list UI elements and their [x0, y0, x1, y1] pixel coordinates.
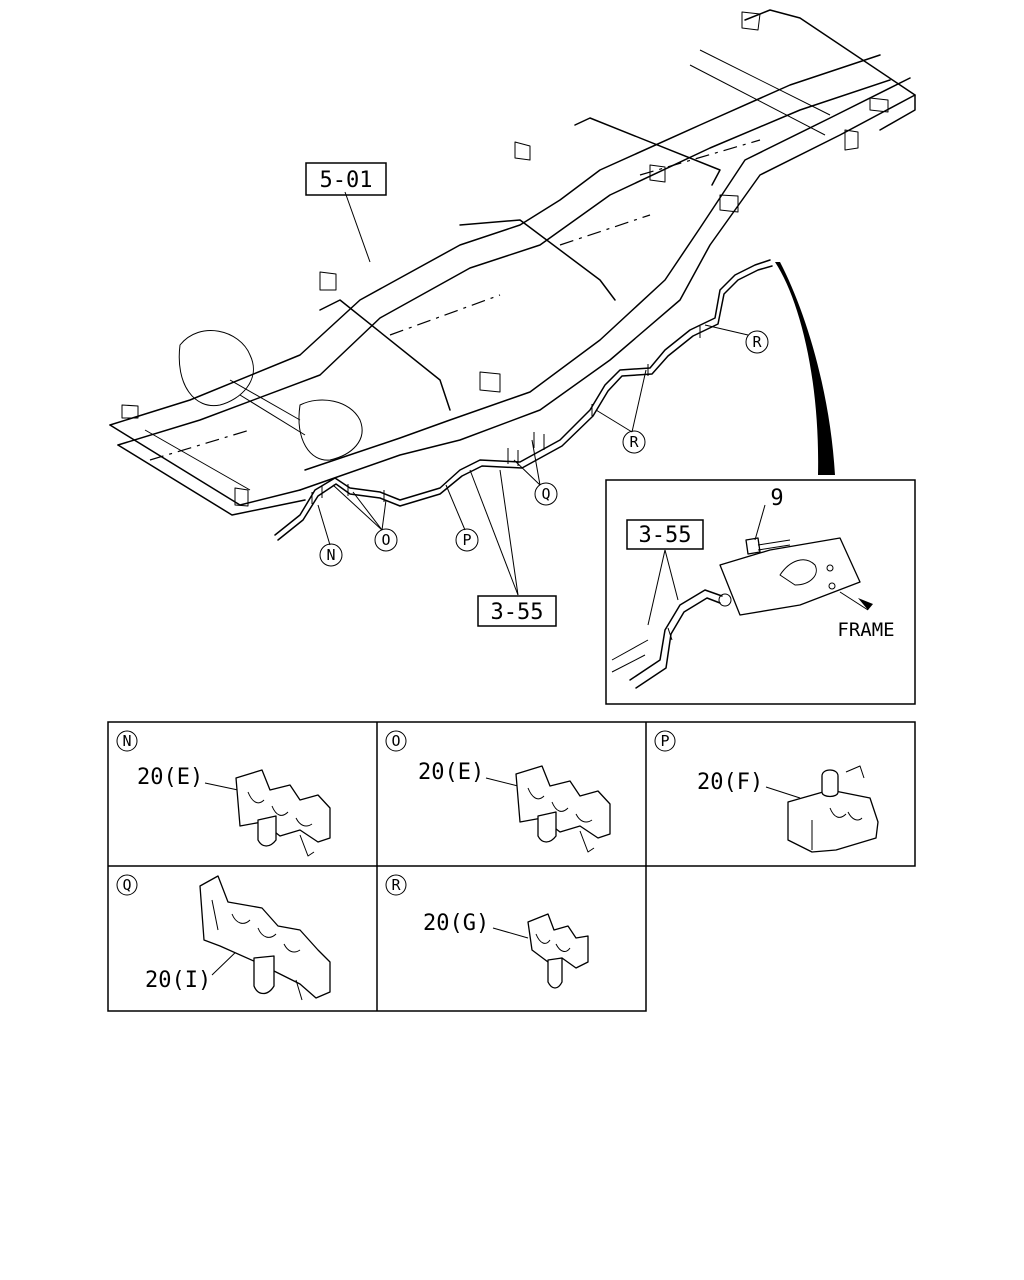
svg-text:Q: Q: [541, 485, 550, 503]
frame-callout: 5-01: [305, 162, 387, 196]
bolt-ref-text: 9: [770, 486, 783, 511]
detail-pointer: [775, 262, 835, 475]
panel-P-key: P: [660, 732, 669, 750]
clip-20I-icon: [199, 875, 331, 1001]
panel-O-part: 20(E): [418, 760, 484, 785]
marker-R-lower: R: [622, 430, 646, 454]
marker-R-upper: R: [745, 330, 769, 354]
frame-ref-text: 5-01: [320, 168, 373, 193]
detail-inset: 3-55 9 FRAME: [605, 479, 916, 705]
marker-N: N: [319, 543, 343, 567]
clip-20E-icon: [235, 769, 331, 857]
marker-O: O: [374, 528, 398, 552]
panel-R-key: R: [391, 876, 401, 894]
panel-N: N 20(E): [116, 730, 331, 857]
panel-P: P 20(F): [654, 730, 879, 853]
marker-P: P: [455, 528, 479, 552]
clip-20F-icon: [787, 765, 879, 853]
clip-20G-icon: [527, 913, 589, 989]
panel-O: O 20(E): [385, 730, 611, 853]
panel-Q: Q 20(I): [116, 874, 331, 1001]
panel-N-part: 20(E): [137, 765, 203, 790]
frame-label-text: FRAME: [837, 619, 894, 641]
svg-text:O: O: [381, 531, 390, 549]
svg-text:N: N: [326, 546, 335, 564]
pipe-ref-main-text: 3-55: [491, 600, 544, 625]
clip-20E-icon: [515, 765, 611, 853]
leader-lines: [317, 191, 749, 596]
pipe-callout-main: 3-55: [477, 595, 557, 627]
chassis-frame-drawing: [109, 9, 916, 516]
panel-Q-key: Q: [122, 876, 131, 894]
clip-panels-grid: [107, 721, 916, 1012]
panel-N-key: N: [122, 732, 131, 750]
panel-O-key: O: [391, 732, 400, 750]
svg-text:R: R: [629, 433, 639, 451]
panel-R-part: 20(G): [423, 911, 489, 936]
panel-R: R 20(G): [385, 874, 589, 989]
pipe-ref-detail-text: 3-55: [639, 523, 692, 548]
svg-text:P: P: [462, 531, 471, 549]
panel-Q-part: 20(I): [145, 968, 211, 993]
svg-text:R: R: [752, 333, 762, 351]
marker-Q: Q: [534, 482, 558, 506]
brake-pipe-route: [274, 259, 773, 541]
panel-P-part: 20(F): [697, 770, 763, 795]
